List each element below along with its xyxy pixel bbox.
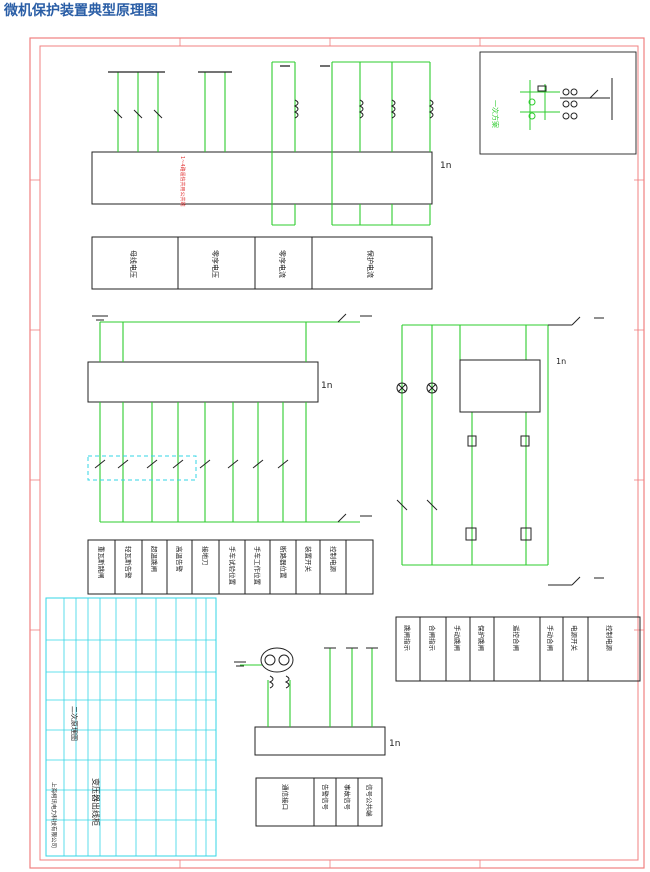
middle-right-wiring — [401, 324, 549, 566]
device-1n-label-top: 1n — [440, 161, 451, 171]
bottom-label-3: 告警信号 — [321, 784, 330, 811]
mid-right-label-2: 合闸指示 — [428, 625, 437, 652]
mid-left-label-9: 装置开关 — [304, 546, 313, 573]
mid-right-label-1: 跳闸指示 — [403, 625, 412, 652]
drawing-border — [29, 37, 645, 869]
page-title: 微机保护装置典型原理图 — [4, 3, 158, 19]
device-strip-top: 1n — [91, 151, 451, 205]
middle-left-contacts — [92, 313, 372, 523]
primary-scheme-box: 一次方案 — [479, 51, 637, 155]
mid-right-label-5: 遥控合闸 — [512, 625, 521, 651]
device-1n-label-middle: 1n — [321, 381, 332, 391]
mid-right-label-6: 手动合闸 — [546, 625, 555, 651]
dashed-relay-group — [87, 455, 197, 481]
top-row-label-3: 零序电流 — [278, 250, 287, 278]
bottom-label-1: 信号公共端 — [365, 784, 374, 817]
top-row-boxes: 母线电压 零序电压 零序电流 保护电流 — [91, 236, 433, 290]
mid-left-label-4: 高温告警 — [175, 546, 184, 573]
mid-right-label-3: 手动跳闸 — [453, 625, 462, 651]
drawing-name: 二次原理图 — [70, 706, 79, 741]
mid-right-label-4: 保护跳闸 — [477, 625, 486, 651]
mid-left-label-3: 超温跳闸 — [150, 546, 159, 572]
mid-right-boxes: 跳闸指示 合闸指示 手动跳闸 保护跳闸 遥控合闸 手动合闸 电源开关 控制电源 — [395, 616, 641, 682]
device-1n-label-right: 1n — [556, 357, 566, 366]
top-row-label-2: 零序电压 — [211, 250, 220, 278]
top-coils — [113, 99, 434, 119]
mid-left-label-8: 断路器位置 — [279, 546, 288, 579]
cabinet-name: 变压器出线柜 — [91, 778, 101, 826]
company-name: 上海柯讯电力科技有限公司 — [50, 782, 58, 848]
top-busbars — [108, 65, 330, 73]
top-note: 1~4路遥信共用公共端 — [179, 156, 186, 207]
device-1n-label-bottom: 1n — [389, 739, 400, 749]
mid-left-label-10: 控制电源 — [329, 546, 338, 573]
primary-scheme-label: 一次方案 — [491, 100, 500, 128]
top-row-label-1: 母线电压 — [129, 250, 138, 278]
top-row-label-4: 保护电流 — [366, 250, 375, 278]
device-strip-middle: 1n — [87, 361, 332, 403]
mid-left-label-2: 轻瓦斯告警 — [124, 546, 133, 579]
top-wiring — [117, 61, 431, 226]
bottom-boxes: 信号公共端 事故信号 告警信号 通信接口 — [255, 777, 383, 827]
bottom-transformer — [234, 647, 378, 689]
bottom-label-2: 事故信号 — [343, 784, 352, 811]
mid-left-label-5: 接地刀 — [201, 546, 210, 566]
device-strip-bottom: 1n — [254, 726, 400, 756]
mid-left-boxes: 重瓦斯跳闸 轻瓦斯告警 超温跳闸 高温告警 接地刀 手车试验位置 手车工作位置 … — [87, 539, 374, 595]
middle-left-wiring — [99, 321, 360, 523]
border-ticks — [30, 38, 644, 868]
mid-left-label-1: 重瓦斯跳闸 — [97, 546, 106, 579]
title-block-table: 二次原理图 变压器出线柜 上海柯讯电力科技有限公司 — [45, 597, 217, 857]
middle-right-components — [396, 316, 604, 586]
bottom-label-4: 通信接口 — [281, 784, 290, 810]
mid-left-label-6: 手车试验位置 — [228, 546, 237, 586]
mid-right-label-7: 电源开关 — [570, 625, 579, 652]
bottom-wiring — [240, 648, 373, 727]
mid-left-label-7: 手车工作位置 — [253, 546, 262, 586]
mid-right-label-8: 控制电源 — [605, 625, 614, 652]
